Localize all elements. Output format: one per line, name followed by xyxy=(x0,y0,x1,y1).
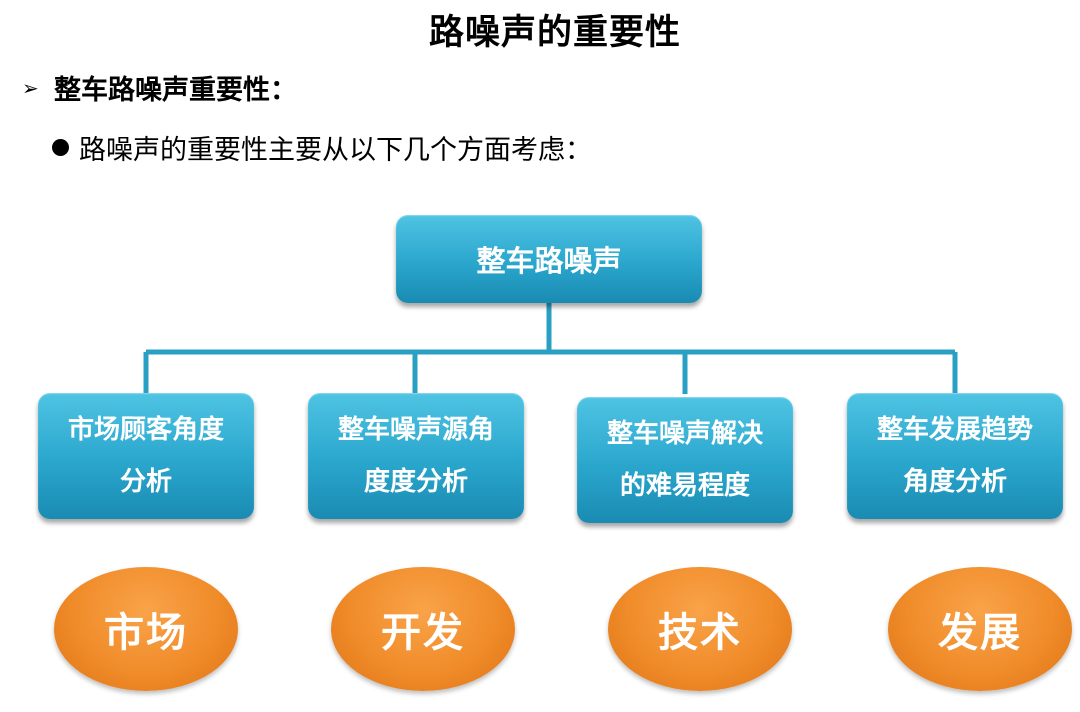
child-node-line: 角度分析 xyxy=(902,467,1007,497)
child-node-line: 分析 xyxy=(119,467,172,497)
child-node-line: 的难易程度 xyxy=(619,471,750,501)
bullet-point: 路噪声的重要性主要从以下几个方面考虑： xyxy=(52,128,592,167)
child-node-line: 整车噪声源角 xyxy=(337,415,494,445)
page-title: 路噪声的重要性 xyxy=(428,13,681,53)
child-node-noise-source: 整车噪声源角 度度分析 xyxy=(308,393,524,519)
section-heading: ➢ 整车路噪声重要性： xyxy=(22,68,297,107)
bullet-text: 路噪声的重要性主要从以下几个方面考虑： xyxy=(79,135,592,166)
section-heading-text: 整车路噪声重要性： xyxy=(54,75,297,106)
child-node-trend: 整车发展趋势 角度分析 xyxy=(847,393,1063,519)
category-oval-development: 开发 xyxy=(331,567,515,691)
arrow-bullet-icon: ➢ xyxy=(22,75,39,100)
category-oval-technology: 技术 xyxy=(608,567,792,691)
child-node-line: 度度分析 xyxy=(363,467,468,497)
bullet-dot-icon xyxy=(52,139,69,156)
child-node-line: 市场顾客角度 xyxy=(67,415,224,445)
category-oval-trend: 发展 xyxy=(888,567,1072,691)
child-node-line: 整车发展趋势 xyxy=(876,415,1033,445)
child-node-line: 整车噪声解决 xyxy=(606,419,763,449)
child-node-difficulty: 整车噪声解决 的难易程度 xyxy=(577,397,793,523)
category-oval-market: 市场 xyxy=(54,567,238,691)
child-node-market: 市场顾客角度 分析 xyxy=(38,393,254,519)
root-node: 整车路噪声 xyxy=(396,215,702,303)
